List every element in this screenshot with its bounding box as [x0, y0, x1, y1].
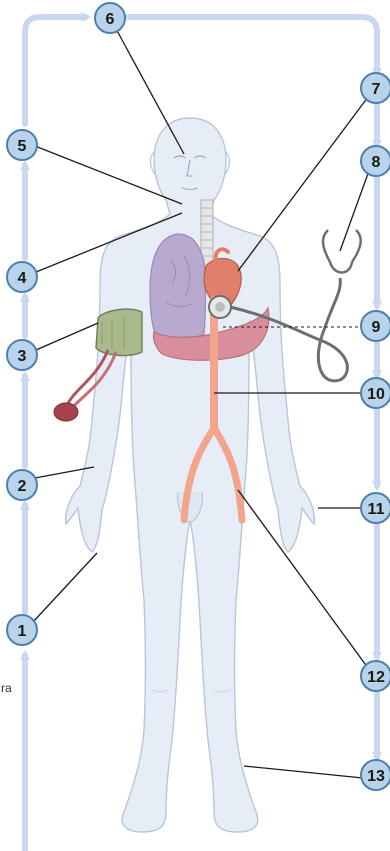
marker-6: 6	[95, 3, 125, 33]
svg-text:8: 8	[372, 154, 381, 171]
lung	[150, 234, 206, 342]
marker-4: 4	[7, 262, 37, 292]
marker-11: 11	[361, 493, 390, 523]
marker-13: 13	[361, 760, 390, 790]
leader-13	[244, 766, 363, 778]
inflation-bulb	[54, 403, 78, 421]
leader-8	[340, 168, 370, 251]
svg-text:11: 11	[368, 501, 385, 518]
track-top-right	[128, 17, 377, 73]
marker-5: 5	[7, 130, 37, 160]
leader-1	[33, 553, 97, 622]
fragment-text: ra	[1, 681, 12, 695]
svg-text:7: 7	[372, 81, 381, 98]
marker-8: 8	[361, 146, 390, 176]
marker-12: 12	[361, 661, 390, 691]
svg-text:2: 2	[18, 478, 27, 495]
svg-text:1: 1	[18, 623, 27, 640]
leader-6	[115, 27, 184, 154]
leader-12	[238, 490, 368, 668]
svg-text:6: 6	[106, 11, 115, 28]
cuff-band	[96, 309, 142, 355]
svg-text:3: 3	[18, 348, 27, 365]
stethoscope-headset	[323, 230, 361, 273]
marker-2: 2	[7, 470, 37, 500]
svg-text:12: 12	[367, 669, 385, 686]
track-top-left	[25, 17, 86, 124]
marker-7: 7	[361, 73, 390, 103]
svg-text:13: 13	[367, 768, 385, 785]
svg-text:4: 4	[18, 270, 27, 287]
marker-3: 3	[7, 340, 37, 370]
marker-1: 1	[7, 615, 37, 645]
leader-3	[36, 323, 98, 350]
svg-text:5: 5	[18, 138, 27, 155]
leader-7	[238, 97, 368, 271]
marker-9: 9	[361, 311, 390, 341]
svg-text:9: 9	[372, 319, 381, 336]
svg-text:10: 10	[367, 386, 385, 403]
marker-10: 10	[361, 378, 390, 408]
